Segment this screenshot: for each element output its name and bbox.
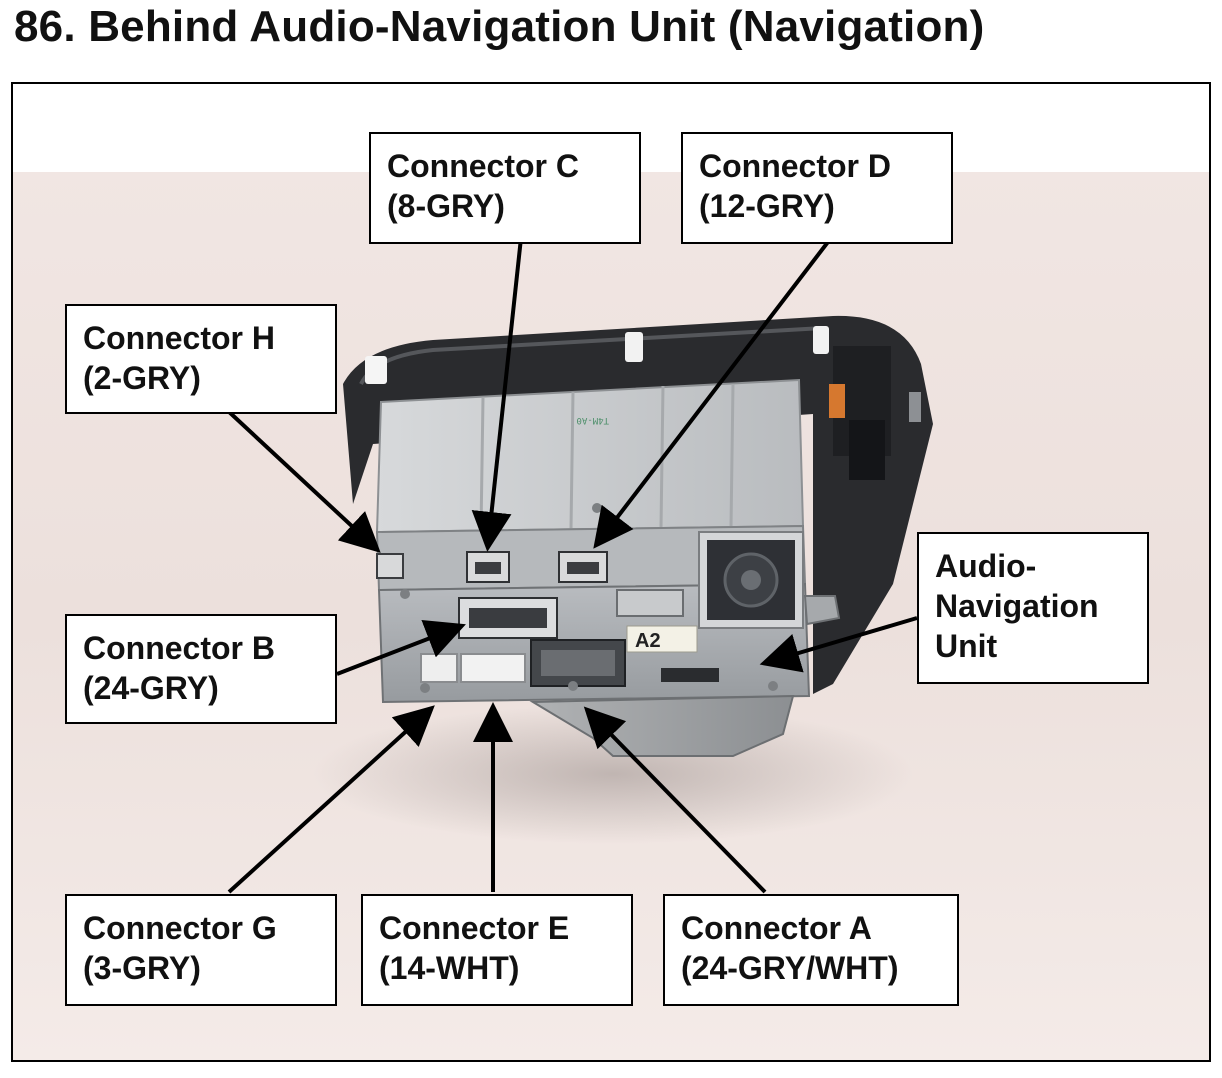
callout-connector-a: Connector A (24-GRY/WHT) — [663, 894, 959, 1006]
connector-g-socket — [420, 653, 458, 683]
fan-center — [741, 570, 761, 590]
screw — [400, 589, 410, 599]
callout-connector-b: Connector B (24-GRY) — [65, 614, 337, 724]
bezel-clip-right — [813, 326, 829, 354]
callout-audio-nav-unit: Audio- Navigation Unit — [917, 532, 1149, 684]
connector-e-socket — [460, 653, 526, 683]
mount-tab — [803, 595, 841, 626]
chassis-top-label: T4M-A0 — [576, 415, 609, 425]
chassis-top — [375, 378, 805, 534]
unit-sticker-text: A2 — [635, 630, 661, 652]
arrow-connector-d — [593, 236, 833, 549]
callout-connector-a-name: Connector A — [681, 910, 872, 946]
callout-connector-c-spec: (8-GRY) — [387, 188, 505, 224]
screw — [592, 503, 602, 513]
callout-connector-h-name: Connector H — [83, 320, 275, 356]
side-screw — [909, 392, 921, 422]
callout-connector-d-spec: (12-GRY) — [699, 188, 835, 224]
connector-d-pins — [567, 562, 599, 574]
callout-audio-nav-unit-line1: Audio- — [935, 548, 1037, 584]
arrow-connector-h — [225, 408, 381, 553]
callout-connector-b-spec: (24-GRY) — [83, 670, 219, 706]
screw — [568, 681, 578, 691]
callout-connector-e-name: Connector E — [379, 910, 570, 946]
callout-audio-nav-unit-line2: Navigation — [935, 588, 1099, 624]
arrow-connector-c — [471, 237, 523, 552]
connector-h-socket — [376, 553, 404, 579]
side-connector-orange — [829, 384, 845, 418]
callout-connector-g-spec: (3-GRY) — [83, 950, 201, 986]
arrow-audio-nav-unit — [759, 616, 918, 673]
connector-b-pins — [469, 608, 547, 628]
callout-connector-c: Connector C (8-GRY) — [369, 132, 641, 244]
bezel-clip-center — [625, 332, 643, 362]
callout-connector-a-spec: (24-GRY/WHT) — [681, 950, 899, 986]
callout-connector-d-name: Connector D — [699, 148, 891, 184]
arrow-connector-b — [336, 619, 466, 676]
screw — [768, 681, 778, 691]
bezel-clip-left — [365, 356, 387, 384]
callout-connector-d: Connector D (12-GRY) — [681, 132, 953, 244]
connector-a-pins — [541, 650, 615, 676]
lower-face-slot — [661, 668, 719, 682]
screw — [420, 683, 430, 693]
callout-connector-h-spec: (2-GRY) — [83, 360, 201, 396]
callout-connector-g: Connector G (3-GRY) — [65, 894, 337, 1006]
connector-c-pins — [475, 562, 501, 574]
callout-connector-e: Connector E (14-WHT) — [361, 894, 633, 1006]
page-title: 86. Behind Audio-Navigation Unit (Naviga… — [14, 2, 985, 51]
arrow-connector-a — [583, 706, 767, 894]
rear-port-slot — [616, 589, 684, 617]
callout-connector-e-spec: (14-WHT) — [379, 950, 520, 986]
unit-sticker — [626, 625, 698, 653]
side-connector-black — [849, 420, 885, 480]
figure-frame: T4M-A0 A2 — [11, 82, 1211, 1062]
bezel-highlight — [359, 326, 824, 385]
callout-audio-nav-unit-line3: Unit — [935, 628, 998, 664]
callout-connector-g-name: Connector G — [83, 910, 277, 946]
arrow-connector-g — [227, 705, 435, 894]
callout-connector-b-name: Connector B — [83, 630, 275, 666]
chassis-top-grooves — [479, 383, 735, 531]
callout-connector-h: Connector H (2-GRY) — [65, 304, 337, 414]
callout-connector-c-name: Connector C — [387, 148, 579, 184]
